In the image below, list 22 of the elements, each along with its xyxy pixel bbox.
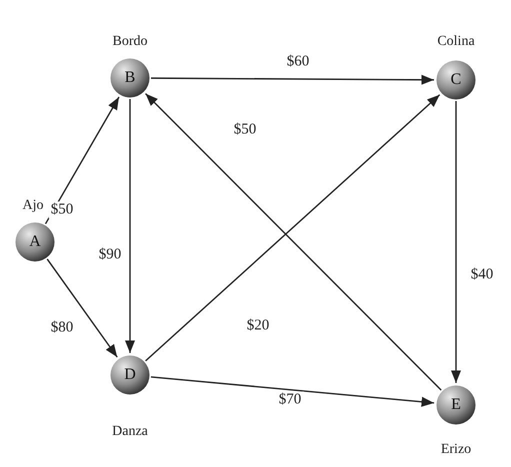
arrow xyxy=(150,376,434,407)
node-name: Bordo xyxy=(112,34,148,50)
node-letter: D xyxy=(123,365,137,385)
edge-label: $50 xyxy=(48,202,76,218)
node-name: Danza xyxy=(112,424,148,440)
node-letter: E xyxy=(450,395,462,415)
node-name: Colina xyxy=(437,34,475,50)
arrow xyxy=(124,99,136,353)
arrow xyxy=(151,74,434,85)
node-letter: C xyxy=(450,70,462,90)
arrow xyxy=(450,101,462,383)
node-letter: A xyxy=(28,232,42,252)
node-sphere xyxy=(15,222,55,262)
node-sphere xyxy=(436,385,476,425)
node-letter: B xyxy=(124,68,136,88)
node-sphere xyxy=(436,60,476,100)
node-sphere xyxy=(110,58,150,98)
node-name: Ajo xyxy=(22,198,44,214)
arrow xyxy=(44,96,120,224)
arrow xyxy=(46,258,118,358)
node-name: Erizo xyxy=(440,442,472,458)
node-sphere xyxy=(110,355,150,395)
